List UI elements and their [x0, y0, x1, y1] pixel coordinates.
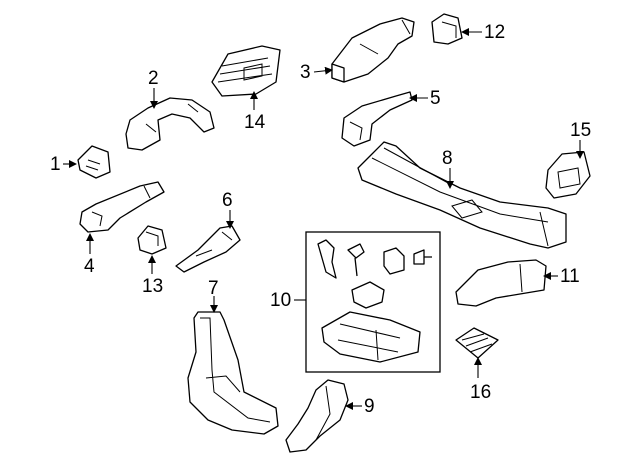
callout-1: 1 [50, 154, 77, 175]
callout-12: 12 [461, 22, 505, 43]
part-12-bracket [431, 13, 463, 45]
callout-8: 8 [442, 148, 454, 189]
part-5-duct [341, 91, 413, 147]
callout-14: 14 [244, 91, 266, 133]
part-2-duct [125, 97, 215, 151]
part-3-duct [331, 17, 415, 83]
callout-15-label: 15 [570, 120, 591, 141]
callout-14-label: 14 [244, 112, 266, 133]
part-13-clip [137, 225, 167, 255]
part-6-bracket [175, 225, 241, 273]
callout-16: 16 [470, 357, 491, 403]
part-11-duct [455, 259, 547, 307]
callout-12-label: 12 [484, 22, 505, 43]
callout-3: 3 [300, 62, 333, 83]
callout-13: 13 [142, 255, 163, 297]
callout-5: 5 [409, 88, 441, 109]
callout-8-label: 8 [442, 148, 453, 169]
callout-2: 2 [148, 68, 159, 109]
part-1-clip [77, 145, 111, 179]
part-16-pad [455, 327, 499, 359]
callout-6: 6 [222, 190, 234, 229]
callout-15: 15 [570, 120, 591, 159]
callout-11: 11 [543, 266, 580, 287]
callout-3-label: 3 [300, 62, 311, 83]
callout-9: 9 [345, 396, 375, 417]
part-10-kit [305, 231, 441, 373]
callout-10-label: 10 [270, 290, 291, 311]
callout-4: 4 [84, 233, 95, 277]
part-14-vent [211, 45, 281, 97]
callout-10: 10 [270, 290, 306, 311]
callout-1-label: 1 [50, 154, 61, 175]
part-8-duct [357, 141, 567, 249]
callout-5-label: 5 [430, 88, 441, 109]
callout-13-label: 13 [142, 276, 163, 297]
callout-6-label: 6 [222, 190, 233, 211]
callout-7: 7 [208, 278, 219, 313]
callout-11-label: 11 [560, 266, 580, 287]
part-15-vent [545, 151, 591, 199]
callout-4-label: 4 [84, 256, 95, 277]
callout-7-label: 7 [208, 278, 219, 299]
part-9-duct [285, 379, 349, 453]
part-4-duct [79, 181, 165, 233]
part-7-duct [187, 311, 279, 435]
callout-9-label: 9 [364, 396, 375, 417]
callout-2-label: 2 [148, 68, 159, 89]
kit-frame [305, 231, 441, 373]
callout-16-label: 16 [470, 382, 491, 403]
